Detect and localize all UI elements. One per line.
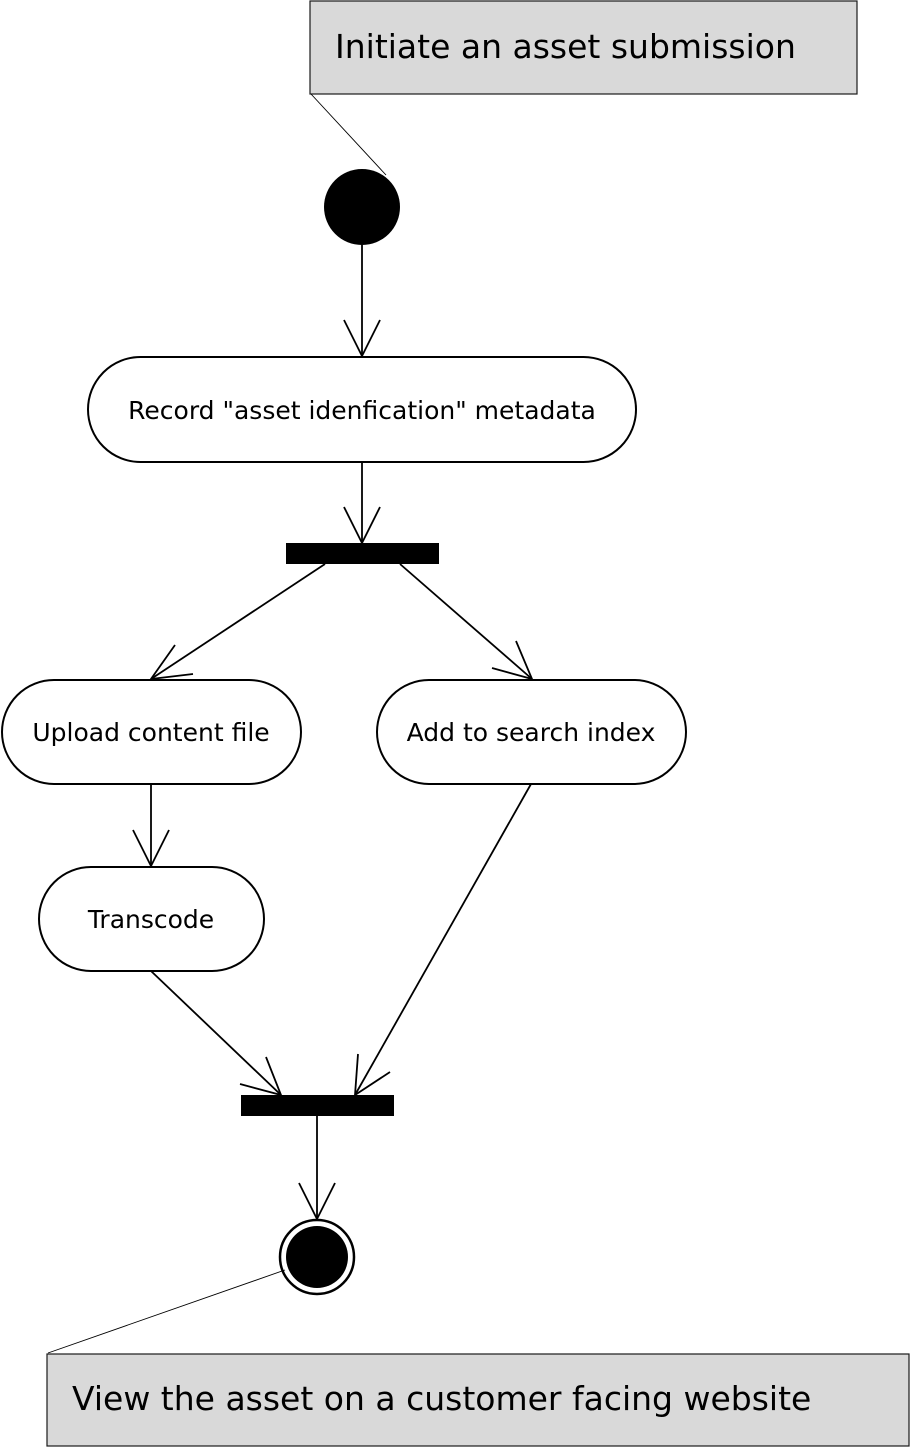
action-upload-content-label: Upload content file (32, 718, 269, 747)
join-bar (241, 1095, 394, 1116)
end-note-connector (47, 1269, 286, 1354)
action-add-search-index (376, 679, 687, 785)
start-note-box (309, 0, 858, 95)
arrow-head-join-right (353, 1053, 391, 1097)
action-transcode-label: Transcode (87, 905, 214, 934)
flow-transcode-to-join (150, 970, 282, 1096)
fork-bar (286, 543, 439, 564)
action-add-search-index-label: Add to search index (407, 718, 656, 747)
start-note-connector (310, 93, 387, 176)
flow-search-to-join (354, 783, 532, 1096)
start-note-text: Initiate an asset submission (335, 27, 796, 66)
end-note-text: View the asset on a customer facing webs… (72, 1379, 811, 1418)
initial-node (324, 169, 400, 245)
action-record-metadata-label: Record "asset idenfication" metadata (128, 396, 596, 425)
end-note-box (46, 1353, 910, 1447)
final-node-dot (286, 1226, 348, 1288)
flow-fork-to-upload (150, 563, 326, 680)
flow-fork-to-search (399, 563, 533, 680)
